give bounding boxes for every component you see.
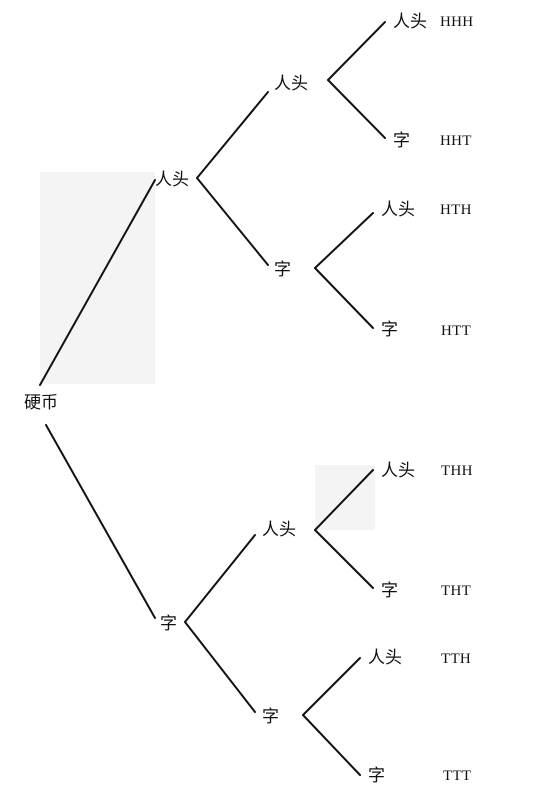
edge-th-to-thh (314, 469, 374, 531)
level3-tth-label: 人头 (368, 648, 402, 668)
level2-hh-label: 人头 (274, 74, 308, 94)
edge-h-to-hh (196, 91, 269, 179)
level3-thh-label: 人头 (381, 461, 415, 481)
outcome-hth: HTH (440, 202, 472, 218)
level3-tht-label: 字 (381, 581, 398, 601)
outcome-tth: TTH (441, 651, 472, 667)
edge-ht-to-htt (314, 267, 374, 329)
outcome-htt: HTT (441, 323, 472, 339)
outcome-ttt: TTT (443, 768, 472, 784)
level2-th-label: 人头 (262, 520, 296, 540)
level3-ttt-label: 字 (368, 766, 385, 786)
edge-t-to-th (184, 534, 256, 623)
outcome-hhh: HHH (440, 14, 474, 30)
level3-hth-label: 人头 (381, 200, 415, 220)
scan-shade-left (40, 172, 155, 384)
outcome-tht: THT (441, 583, 472, 599)
edge-root-to-tails (45, 424, 156, 619)
level1-tails-label: 字 (160, 614, 177, 634)
level3-htt-label: 字 (381, 320, 398, 340)
outcome-hht: HHT (440, 133, 472, 149)
level3-hht-label: 字 (393, 131, 410, 151)
edge-hh-to-hht (327, 79, 386, 139)
edge-h-to-ht (196, 177, 269, 266)
edge-t-to-tt (184, 621, 256, 713)
level1-heads-label: 人头 (155, 170, 189, 190)
level3-hhh-label: 人头 (393, 12, 427, 32)
edge-hh-to-hhh (327, 21, 386, 81)
edge-ht-to-hth (314, 212, 374, 269)
edge-th-to-tht (314, 529, 374, 589)
edge-root-to-heads (39, 179, 156, 386)
root-node-label: 硬币 (24, 393, 58, 413)
outcome-thh: THH (441, 463, 473, 479)
edge-tt-to-tth (302, 657, 361, 716)
edge-tt-to-ttt (302, 714, 361, 776)
level2-ht-label: 字 (274, 260, 291, 280)
level2-tt-label: 字 (262, 707, 279, 727)
